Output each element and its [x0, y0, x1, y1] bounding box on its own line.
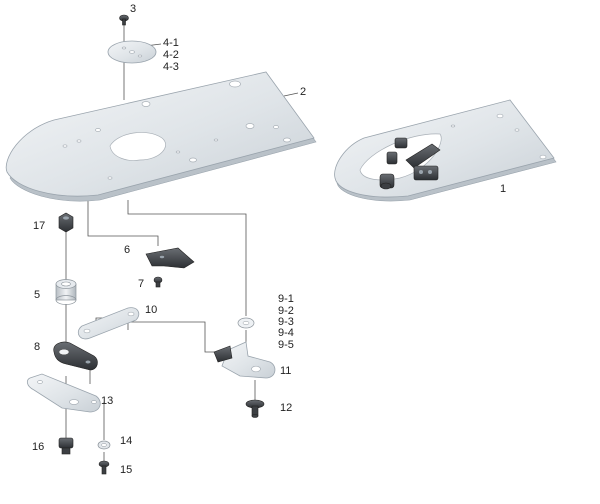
callout-4-1: 4-1 — [163, 37, 179, 49]
part-17-nut — [58, 212, 74, 233]
callout-3: 3 — [130, 3, 137, 15]
part-8-lever — [53, 341, 98, 371]
callout-4-2: 4-2 — [163, 49, 179, 61]
part-14-washer — [97, 440, 111, 450]
callout-17: 17 — [33, 220, 46, 232]
callout-2: 2 — [300, 86, 307, 98]
part-3-screw — [119, 14, 129, 26]
part-1-assembled-plate — [334, 99, 557, 202]
part-4-disc — [107, 40, 157, 64]
part-12-bolt — [245, 399, 265, 418]
part-11-bracket — [213, 341, 276, 379]
part-13-lever-plate — [26, 373, 101, 413]
part-7-screw — [153, 276, 163, 288]
callout-8: 8 — [34, 341, 41, 353]
callout-10: 10 — [145, 304, 158, 316]
callout-7: 7 — [138, 278, 145, 290]
part-9-washer — [237, 317, 255, 329]
part-5-bushing — [55, 279, 77, 305]
callout-9-4: 9-4 — [278, 327, 294, 339]
part-10-link-plate — [77, 307, 140, 340]
callout-9-1: 9-1 — [278, 293, 294, 305]
callout-13: 13 — [101, 395, 114, 407]
callout-9-2: 9-2 — [278, 305, 294, 317]
callout-14: 14 — [120, 435, 133, 447]
callout-16: 16 — [32, 441, 45, 453]
part-16-bolt — [58, 437, 74, 455]
callout-11: 11 — [280, 365, 292, 377]
callout-4-3: 4-3 — [163, 61, 179, 73]
callout-1: 1 — [500, 183, 507, 195]
callout-9-5: 9-5 — [278, 339, 294, 351]
part-2-base-plate — [5, 71, 317, 202]
callout-15: 15 — [120, 464, 133, 476]
callout-6: 6 — [124, 244, 131, 256]
callout-5: 5 — [34, 289, 41, 301]
callout-9-3: 9-3 — [278, 316, 294, 328]
part-6-bracket — [145, 247, 195, 269]
callout-12: 12 — [280, 402, 293, 414]
part-15-screw — [98, 460, 110, 475]
